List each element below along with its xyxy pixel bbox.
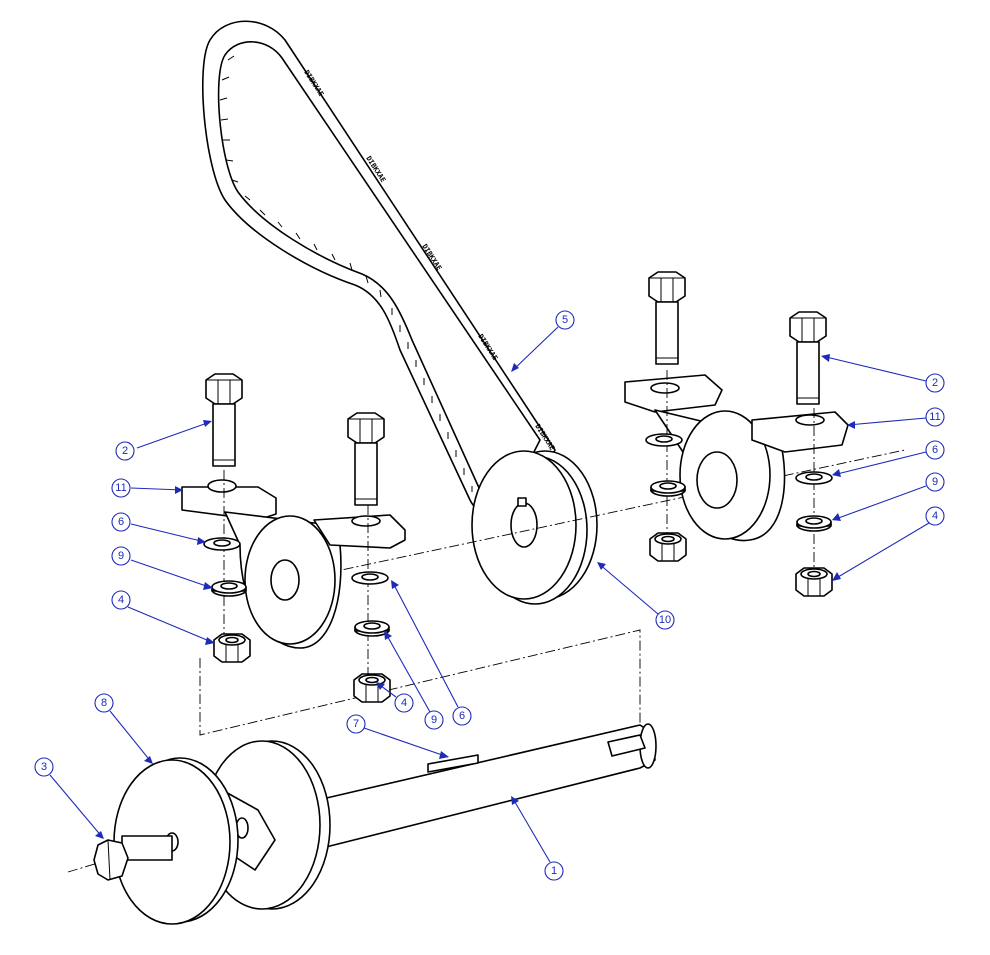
- left-pillow-block: [181, 479, 406, 649]
- right-pillow-block: [624, 374, 849, 542]
- callout-bubble: [115, 441, 135, 461]
- callout-bubble: [925, 506, 945, 526]
- callout-label: 11: [929, 411, 940, 423]
- callout-label: 5: [562, 314, 568, 326]
- left-lock-washer-a: [211, 580, 247, 597]
- left-bolt-a: [205, 373, 243, 467]
- callout-bubble: [655, 610, 675, 630]
- left-bolt-b: [347, 412, 385, 506]
- callout-bubble: [346, 714, 366, 734]
- callout-label: 4: [932, 510, 938, 522]
- shaft-key: [427, 754, 479, 773]
- belt-teeth: [219, 55, 473, 492]
- callout-label: 4: [118, 594, 124, 606]
- callout-label: 2: [932, 377, 938, 389]
- callouts: 2 11 6 9 4 5 2 11: [34, 310, 945, 881]
- right-lock-washer-b: [796, 515, 832, 532]
- timing-belt: DIBKXAE DIBKXAE DIBKXAE DIBKXAE DIBKXAE: [202, 20, 556, 517]
- callout-label: 6: [459, 710, 465, 722]
- left-flat-washer-b: [351, 571, 389, 585]
- right-nut-b: [795, 567, 833, 597]
- left-flat-washer-a: [203, 537, 241, 551]
- callout-bubble: [34, 757, 54, 777]
- callout-label: 3: [41, 761, 47, 773]
- callout-label: 9: [932, 476, 938, 488]
- drive-pulley-assembly: [113, 740, 331, 925]
- callout-bubble: [111, 478, 131, 498]
- shaft: [317, 723, 657, 849]
- right-nut-a: [649, 532, 687, 562]
- callout-label: 7: [353, 718, 359, 730]
- left-nut-a: [213, 633, 251, 663]
- right-bolt-a: [648, 271, 686, 365]
- callout-bubble: [925, 440, 945, 460]
- callout-bubble: [94, 693, 114, 713]
- callout-label: 9: [431, 714, 437, 726]
- callout-bubble: [555, 310, 575, 330]
- callout-label: 8: [101, 697, 107, 709]
- right-flat-washer-a: [645, 433, 683, 447]
- callout-label: 2: [122, 445, 128, 457]
- driven-pulley: [471, 450, 598, 605]
- callout-bubble: [424, 710, 444, 730]
- callout-bubble: [925, 472, 945, 492]
- callout-bubble: [394, 693, 414, 713]
- right-lock-washer-a: [650, 480, 686, 497]
- callout-label: 11: [115, 482, 126, 494]
- callout-label: 4: [401, 697, 407, 709]
- callout-bubble: [544, 861, 564, 881]
- left-lock-washer-b: [354, 620, 390, 637]
- callout-label: 9: [118, 550, 124, 562]
- callout-label: 1: [551, 865, 557, 877]
- callout-bubble: [111, 590, 131, 610]
- callout-label: 10: [659, 614, 671, 626]
- callout-label: 6: [932, 444, 938, 456]
- end-bolt: [93, 835, 173, 881]
- right-bolt-b: [789, 311, 827, 405]
- callout-label: 6: [118, 516, 124, 528]
- callout-bubble: [452, 706, 472, 726]
- callout-bubble: [111, 546, 131, 566]
- right-flat-washer-b: [795, 471, 833, 485]
- callout-bubble: [925, 373, 945, 393]
- callout-bubble: [111, 512, 131, 532]
- callout-bubble: [925, 407, 945, 427]
